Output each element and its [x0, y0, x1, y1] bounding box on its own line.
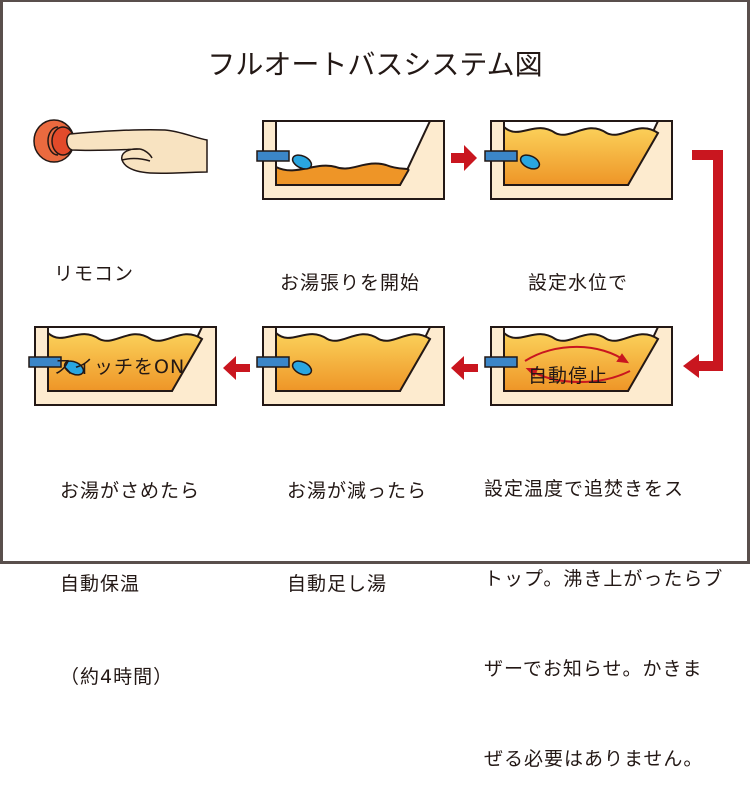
caption-reheat: 設定温度で追焚きをス トップ。沸き上がったらブ ザーでお知らせ。かきま ぜる必要… [484, 414, 723, 804]
tub-filling-icon [256, 120, 445, 200]
tub-full-icon [484, 120, 673, 200]
water-drop-icon [519, 154, 541, 170]
caption-line: 自動停止 [528, 365, 609, 387]
caption-line: 設定水位で [528, 272, 629, 294]
water-drop-icon [291, 360, 313, 376]
caption-keep-warm: お湯がさめたら 自動保温 （約4時間） [60, 414, 200, 724]
caption-line: （約4時間） [60, 666, 174, 688]
water-drop-icon [63, 360, 85, 376]
caption-line: スイッチをON [54, 356, 186, 378]
pointing-hand-icon [66, 128, 208, 175]
caption-line: リモコン [54, 263, 135, 285]
inlet-pipe-icon [256, 150, 290, 162]
arrow-down-connector [683, 150, 723, 378]
inlet-pipe-icon [484, 356, 518, 368]
caption-remote-on: リモコン スイッチをON [54, 197, 185, 414]
caption-line: お湯張りを開始 [280, 272, 421, 294]
water-drop-icon [291, 154, 313, 170]
caption-line: 自動保温 [60, 573, 141, 595]
caption-line: ぜる必要はありません。 [484, 748, 704, 770]
arrow-right-1 [451, 145, 477, 171]
diagram-artwork [28, 119, 723, 406]
caption-auto-refill: お湯が減ったら 自動足し湯 [287, 414, 427, 631]
arrow-left-2 [223, 356, 250, 380]
inlet-pipe-icon [256, 356, 290, 368]
caption-line: 自動足し湯 [287, 573, 388, 595]
arrow-left-1 [451, 356, 478, 380]
caption-line: お湯が減ったら [287, 480, 428, 502]
diagram-frame [0, 0, 750, 564]
tub-keep-warm-icon [28, 326, 217, 406]
inlet-pipe-icon [28, 356, 62, 368]
caption-line: お湯がさめたら [60, 480, 201, 502]
tub-reheat-icon [484, 326, 673, 406]
circulation-arrows-icon [524, 345, 631, 383]
caption-line: トップ。沸き上がったらブ [484, 568, 724, 590]
tub-refill-icon [256, 326, 445, 406]
inlet-pipe-icon [484, 150, 518, 162]
caption-line: ザーでお知らせ。かきま [484, 658, 703, 680]
caption-fill-start: お湯張りを開始 [280, 206, 420, 330]
caption-line: 設定温度で追焚きをス [484, 478, 685, 500]
caption-auto-stop: 設定水位で 自動停止 [528, 206, 628, 423]
diagram-title: フルオートバスシステム図 [207, 48, 543, 81]
